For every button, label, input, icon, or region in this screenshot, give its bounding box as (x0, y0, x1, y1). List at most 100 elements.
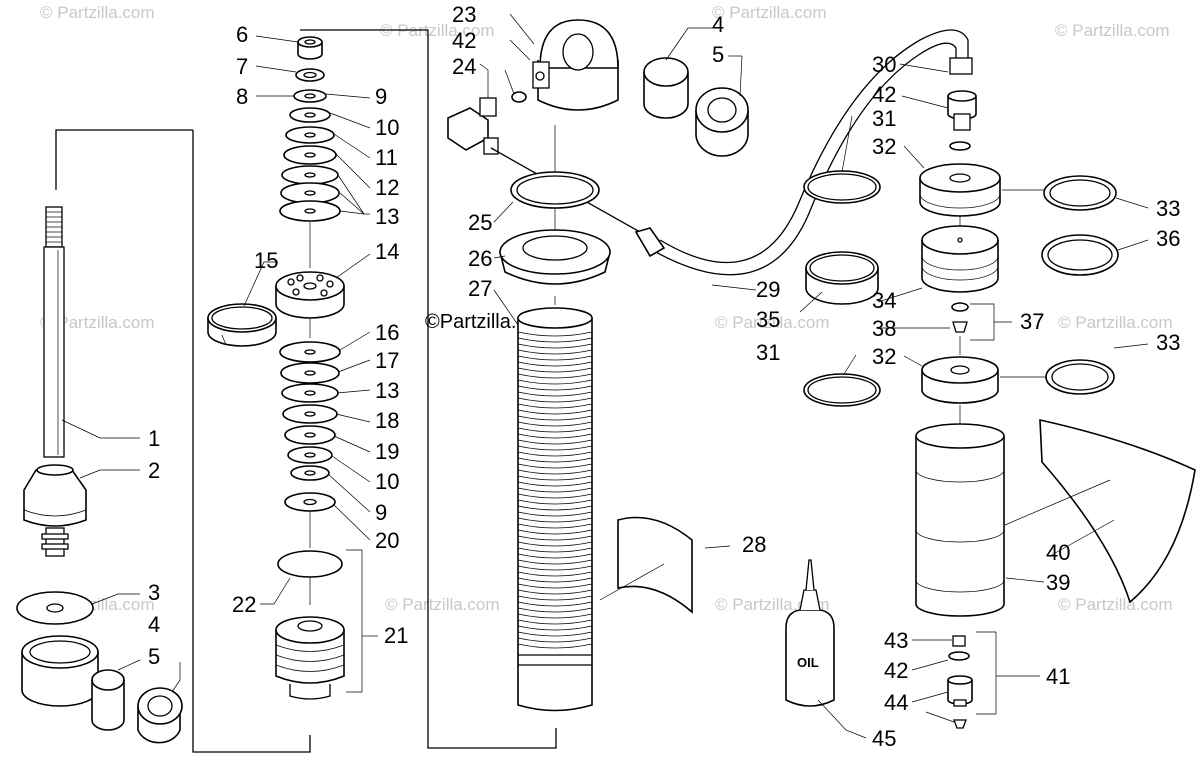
callout-label: 42 (872, 82, 896, 107)
thread-ring (517, 505, 593, 511)
thread-ring (517, 415, 593, 421)
thread-ring (517, 607, 593, 613)
shaft-eye-body (23, 469, 87, 527)
thread-ring (517, 559, 593, 565)
valving-stack (207, 36, 345, 700)
thread-ring (517, 445, 593, 451)
callout-label: 16 (375, 320, 399, 345)
callout-label: 26 (468, 246, 492, 271)
thread-ring (517, 493, 593, 499)
thread-ring (517, 385, 593, 391)
washer-3 (16, 591, 94, 625)
callout-label: 20 (375, 528, 399, 553)
thread-ring (517, 433, 593, 439)
callout-label: 11 (375, 145, 398, 170)
callout-label: 14 (375, 239, 399, 264)
thread-ring (517, 529, 593, 535)
watermark: © Partzilla.com (712, 3, 827, 22)
thread-ring (517, 391, 593, 397)
thread-ring (517, 577, 593, 583)
thread-ring (517, 397, 593, 403)
callout-label: 13 (375, 378, 399, 403)
thread-ring (517, 337, 593, 343)
shield-28 (617, 516, 693, 614)
callout-label: 27 (468, 276, 492, 301)
callout-label: 41 (1046, 664, 1070, 689)
thread-ring (517, 595, 593, 601)
watermark: © Partzilla.com (40, 3, 155, 22)
thread-ring (517, 427, 593, 433)
callout-label: 35 (756, 307, 780, 332)
seal-5-left (137, 687, 183, 744)
thread-ring (517, 571, 593, 577)
callout-label: 7 (236, 54, 248, 79)
callout-label: 32 (872, 344, 896, 369)
callout-label: 44 (884, 690, 908, 715)
callout-label: 38 (872, 316, 896, 341)
callout-label: 28 (742, 532, 766, 557)
callout-label: 32 (872, 134, 896, 159)
callout-label: 5 (148, 644, 160, 669)
thread-ring (517, 517, 593, 523)
watermark: © Partzilla.com (1058, 313, 1173, 332)
eye-cylinder-left (21, 635, 99, 707)
body-cap-23 (537, 60, 619, 111)
callout-label: 6 (236, 22, 248, 47)
callouts: 1 2 3 4 5 6 7 8 9 10 11 12 13 14 15 16 1… (148, 2, 1180, 751)
callout-label: 8 (236, 84, 248, 109)
oil-bottle: OIL (785, 559, 835, 707)
callout-label: 29 (756, 277, 780, 302)
thread-ring (517, 439, 593, 445)
body-threads (517, 331, 593, 649)
thread-ring (517, 631, 593, 637)
thread-ring (517, 619, 593, 625)
shaft-rod (43, 246, 65, 458)
thread-ring (517, 343, 593, 349)
callout-label: 17 (375, 348, 399, 373)
thread-ring (517, 463, 593, 469)
callout-label: 18 (375, 408, 399, 433)
reservoir-hose (634, 29, 973, 276)
thread-ring (517, 379, 593, 385)
thread-ring (517, 625, 593, 631)
callout-label: 45 (872, 726, 896, 751)
thread-ring (517, 487, 593, 493)
callout-label: 19 (375, 439, 399, 464)
callout-label: 43 (884, 628, 908, 653)
thread-ring (517, 403, 593, 409)
watermark: © Partzilla.com (385, 595, 500, 614)
assembly-line-left (55, 129, 193, 190)
thread-ring (517, 481, 593, 487)
thread-ring (517, 601, 593, 607)
callout-label: 39 (1046, 570, 1070, 595)
thread-ring (517, 373, 593, 379)
callout-label: 10 (375, 115, 399, 140)
callout-label: 1 (148, 426, 160, 451)
assembly-line-left-bottom (192, 130, 311, 753)
callout-label: 4 (148, 612, 160, 637)
callout-label: 34 (872, 288, 896, 313)
watermark: © Partzilla.com (715, 313, 830, 332)
thread-ring (517, 475, 593, 481)
thread-ring (517, 355, 593, 361)
clamp-40 (1039, 418, 1196, 604)
callout-label: 2 (148, 458, 160, 483)
callout-label: 12 (375, 175, 399, 200)
callout-label: 33 (1156, 196, 1180, 221)
thread-ring (517, 589, 593, 595)
thread-ring (517, 535, 593, 541)
callout-label: 36 (1156, 226, 1180, 251)
callout-label: 25 (468, 210, 492, 235)
bushing-4-left (91, 669, 125, 731)
callout-label: 10 (375, 469, 399, 494)
thread-ring (517, 583, 593, 589)
callout-label: 9 (375, 84, 387, 109)
assembly-line-center (300, 29, 557, 749)
callout-label: 3 (148, 580, 160, 605)
callout-label: 9 (375, 500, 387, 525)
callout-label: 33 (1156, 330, 1180, 355)
callout-label: 15 (254, 248, 278, 273)
thread-ring (517, 547, 593, 553)
thread-ring (517, 469, 593, 475)
callout-label: 31 (756, 340, 780, 365)
